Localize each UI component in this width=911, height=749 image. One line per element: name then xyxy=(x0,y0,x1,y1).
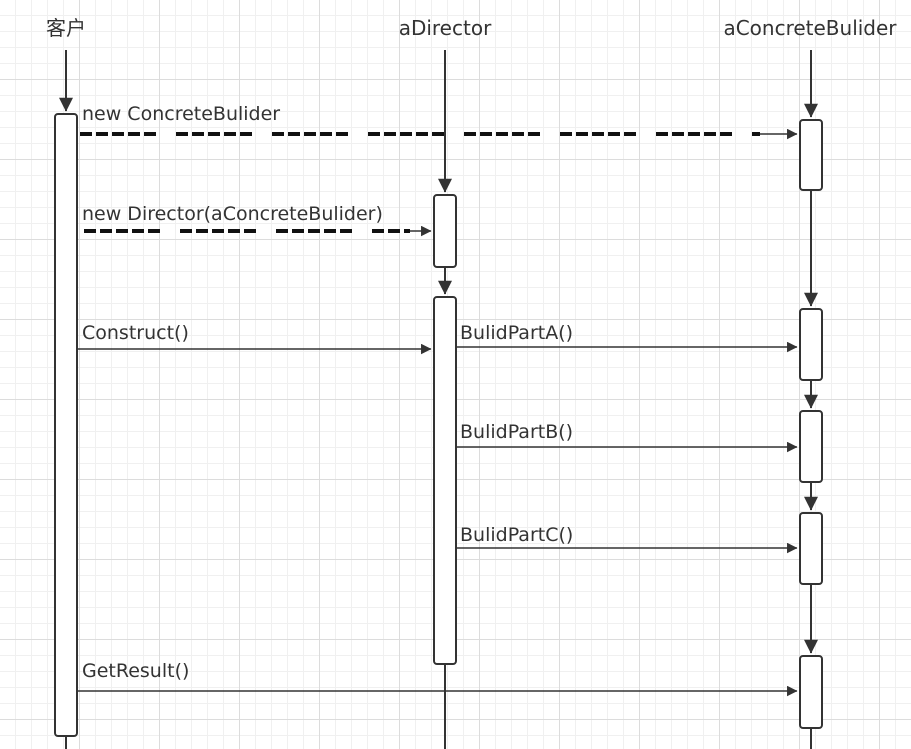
director-activation-construct xyxy=(433,296,457,665)
new-builder-label: new ConcreteBulider xyxy=(82,103,280,125)
part-b-label: BulidPartB() xyxy=(460,421,573,443)
participant-builder-label: aConcreteBulider xyxy=(723,16,897,40)
builder-activation-part-a xyxy=(799,308,823,381)
client-activation xyxy=(54,113,78,737)
construct-label: Construct() xyxy=(82,322,189,344)
participant-director-label: aDirector xyxy=(399,16,492,40)
participant-client-label: 客户 xyxy=(46,16,86,40)
builder-activation-get-result xyxy=(799,655,823,729)
part-a-label: BulidPartA() xyxy=(460,322,573,344)
director-activation-create xyxy=(433,194,457,268)
builder-activation-part-b xyxy=(799,410,823,483)
get-result-label: GetResult() xyxy=(82,660,189,682)
builder-activation-create xyxy=(799,119,823,191)
part-c-label: BulidPartC() xyxy=(460,524,573,546)
builder-activation-part-c xyxy=(799,512,823,585)
new-director-label: new Director(aConcreteBulider) xyxy=(82,203,383,225)
